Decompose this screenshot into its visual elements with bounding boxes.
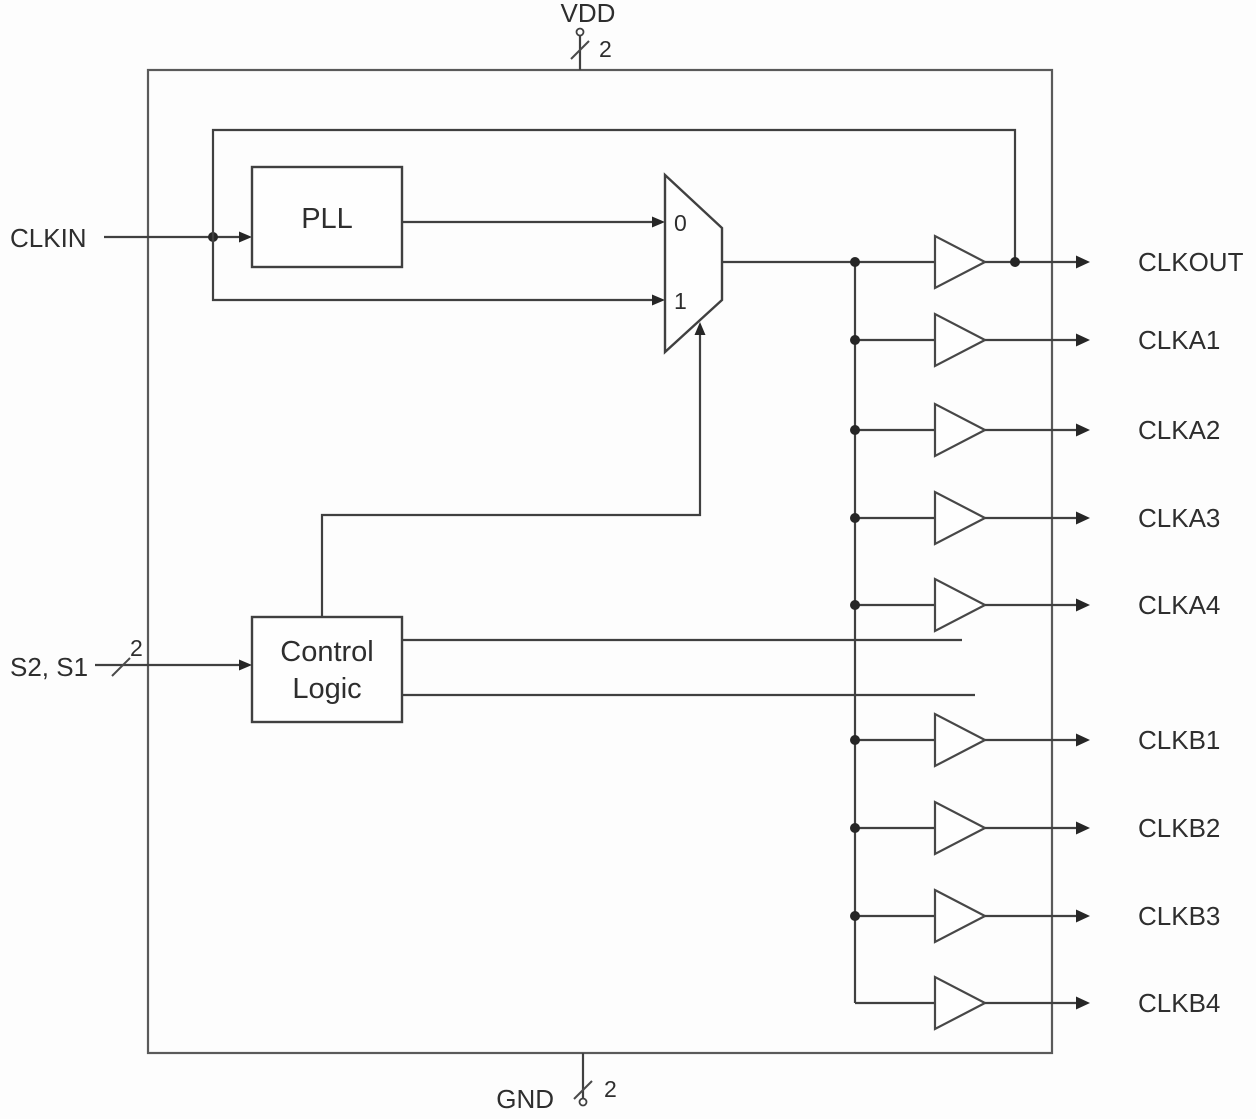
output-row-clka4: CLKA4	[850, 577, 1220, 633]
vdd-label: VDD	[561, 0, 616, 28]
control-logic-box	[250, 615, 404, 724]
gnd-bus-width: 2	[604, 1076, 617, 1102]
output-arrow-icon	[1076, 511, 1090, 525]
mux-input1-arrow-icon	[652, 294, 665, 306]
gnd-label: GND	[496, 1084, 554, 1114]
output-row-clkb1: CLKB1	[850, 712, 1220, 768]
output-label: CLKA3	[1138, 503, 1220, 533]
vdd-pin: VDD 2	[561, 0, 616, 70]
buffer-icon	[933, 712, 988, 768]
output-arrow-icon	[1076, 333, 1090, 347]
output-label: CLKB4	[1138, 988, 1220, 1018]
buffer-icon	[933, 490, 988, 546]
select-bus-slash-icon	[111, 657, 131, 677]
mux-input0-arrow-icon	[652, 216, 665, 228]
buffer-icon	[933, 800, 988, 856]
gnd-terminal-icon	[578, 1097, 588, 1107]
output-arrow-icon	[1076, 821, 1090, 835]
vdd-bus-slash-icon	[570, 40, 590, 60]
output-row-clkb3: CLKB3	[850, 888, 1220, 944]
clkin-arrow-icon	[239, 231, 252, 243]
pll-block: PLL	[250, 165, 665, 269]
clkin-bypass-wire	[211, 237, 652, 302]
buffer-icon	[933, 577, 988, 633]
output-arrow-icon	[1076, 255, 1090, 269]
mux-select-wire	[320, 335, 702, 617]
bus-junction-dot	[850, 257, 860, 267]
output-arrow-icon	[1076, 733, 1090, 747]
output-row-clka1: CLKA1	[850, 312, 1220, 368]
output-label: CLKB1	[1138, 725, 1220, 755]
output-arrow-icon	[1076, 909, 1090, 923]
gnd-pin: GND 2	[496, 1053, 617, 1114]
clkin-label: CLKIN	[10, 223, 87, 253]
bus-junction-dot	[850, 513, 860, 523]
mux: 0 1	[663, 172, 935, 355]
output-row-clkb4: CLKB4	[855, 975, 1220, 1031]
vdd-bus-width: 2	[599, 36, 612, 62]
vdd-terminal-icon	[575, 27, 585, 37]
output-row-clka3: CLKA3	[850, 490, 1220, 546]
buffer-icon	[933, 402, 988, 458]
select-input-arrow-icon	[239, 659, 252, 671]
buffer-icon	[933, 234, 988, 290]
control-logic-block: Control Logic S2, S1 2	[10, 322, 975, 724]
output-arrow-icon	[1076, 996, 1090, 1010]
control-logic-label-line1: Control	[280, 636, 374, 668]
bus-junction-dot	[850, 735, 860, 745]
pll-label: PLL	[301, 203, 353, 235]
bus-junction-dot	[850, 600, 860, 610]
output-label: CLKB2	[1138, 813, 1220, 843]
chip-outline	[146, 68, 1054, 1055]
bus-junction-dot	[850, 823, 860, 833]
mux-body	[663, 172, 724, 355]
select-bus-width: 2	[130, 635, 143, 661]
output-arrow-icon	[1076, 598, 1090, 612]
output-label: CLKA4	[1138, 590, 1220, 620]
gnd-bus-slash-icon	[573, 1080, 593, 1100]
buffer-icon	[933, 975, 988, 1031]
control-logic-label-line2: Logic	[292, 673, 361, 705]
output-row-clka2: CLKA2	[850, 402, 1220, 458]
mux-input0-label: 0	[674, 210, 687, 236]
bus-junction-dot	[850, 425, 860, 435]
feedback-tap-dot	[1010, 257, 1020, 267]
bus-junction-dot	[850, 911, 860, 921]
output-row-clkout: CLKOUT	[850, 234, 1244, 290]
output-label: CLKB3	[1138, 901, 1220, 931]
output-label: CLKOUT	[1138, 247, 1244, 277]
select-input-label: S2, S1	[10, 652, 88, 682]
pll-box	[250, 165, 404, 269]
bus-junction-dot	[850, 335, 860, 345]
feedback-wire	[211, 128, 1017, 262]
mux-input1-label: 1	[674, 288, 687, 314]
output-label: CLKA1	[1138, 325, 1220, 355]
buffer-icon	[933, 888, 988, 944]
clkin-input: CLKIN	[10, 223, 665, 306]
output-arrow-icon	[1076, 423, 1090, 437]
output-row-clkb2: CLKB2	[850, 800, 1220, 856]
output-label: CLKA2	[1138, 415, 1220, 445]
mux-select-arrow-icon	[694, 322, 706, 335]
buffer-icon	[933, 312, 988, 368]
